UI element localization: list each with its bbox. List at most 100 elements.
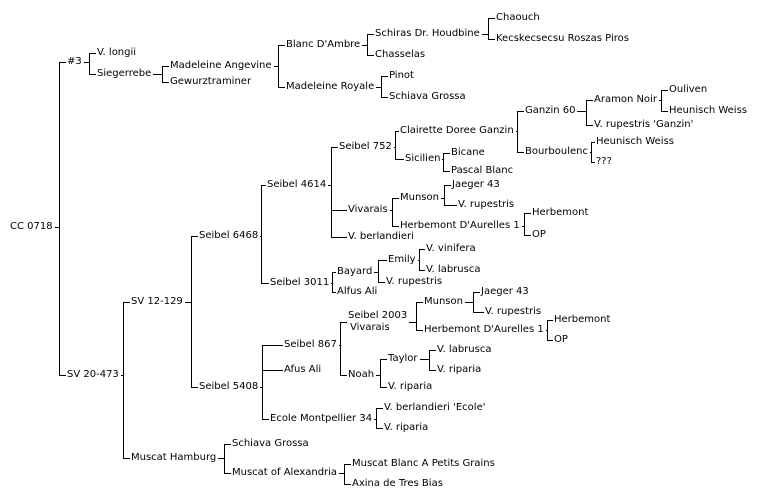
bracket-line <box>89 53 90 75</box>
node-muscat-hamburg: Muscat Hamburg <box>131 452 217 463</box>
connector-line <box>339 345 340 346</box>
connector-line <box>395 159 404 160</box>
connector-line <box>378 282 385 283</box>
node-jaeger-43: Jaeger 43 <box>452 179 500 190</box>
node-seibel-5408: Seibel 5408 <box>199 381 259 392</box>
connector-line <box>416 302 423 303</box>
connector-line <box>328 185 331 186</box>
bracket-line <box>661 90 662 112</box>
node-alfus-ali: Alfus Ali <box>337 286 378 297</box>
connector-line <box>84 62 89 63</box>
connector-line <box>123 458 130 459</box>
connector-line <box>661 90 668 91</box>
node-v-vinifera: V. vinifera <box>426 243 476 254</box>
bracket-line <box>473 292 474 313</box>
node-herbemont-d-aurelles-1: Herbemont D'Aurelles 1 <box>400 220 520 231</box>
node-chaouch: Chaouch <box>496 12 540 23</box>
node-v-riparia: V. riparia <box>384 422 429 433</box>
connector-line <box>442 159 443 160</box>
connector-line <box>376 87 381 88</box>
connector-line <box>524 235 531 236</box>
bracket-line <box>524 213 525 236</box>
connector-line <box>380 387 387 388</box>
node-taylor: Taylor <box>388 353 418 364</box>
connector-line <box>516 131 517 132</box>
connector-line <box>278 87 285 88</box>
node-emily: Emily <box>388 254 416 265</box>
connector-line <box>89 74 96 75</box>
node-v-riparia: V. riparia <box>437 364 482 375</box>
node-muscat-of-alexandria: Muscat of Alexandria <box>232 467 338 478</box>
node-unknown: ??? <box>596 156 612 167</box>
node-v-berlandieri: V. berlandieri <box>348 231 414 242</box>
connector-line <box>546 330 547 331</box>
node-axina-de-tres-bias: Axina de Tres Bias <box>352 478 443 489</box>
node-ecole-montpellier-34: Ecole Montpellier 34 <box>270 413 373 424</box>
bracket-line <box>123 302 124 459</box>
connector-line <box>517 152 524 153</box>
node-v-rupestris: V. rupestris <box>485 306 542 317</box>
node-cc-0718: CC 0718 <box>10 221 53 232</box>
connector-line <box>89 53 96 54</box>
connector-line <box>443 153 450 154</box>
node-aramon-noir: Aramon Noir <box>594 94 657 105</box>
node-schiava-grossa: Schiava Grossa <box>389 91 466 102</box>
connector-line <box>522 226 524 227</box>
bracket-line <box>395 131 396 160</box>
connector-line <box>344 484 351 485</box>
connector-line <box>409 322 416 323</box>
connector-line <box>331 237 347 238</box>
connector-line <box>224 444 231 445</box>
connector-line <box>339 473 344 474</box>
node-schiava-grossa: Schiava Grossa <box>232 438 309 449</box>
connector-line <box>374 272 378 273</box>
connector-line <box>340 375 347 376</box>
node-kecskecsecsu-roszas-piros: Kecskecsecsu Roszas Piros <box>496 33 629 44</box>
node-seibel-752: Seibel 752 <box>339 141 392 152</box>
node-sicilien: Sicilien <box>405 153 441 164</box>
node-v-riparia: V. riparia <box>388 381 433 392</box>
node-3: #3 <box>67 56 82 67</box>
node-bayard: Bayard <box>337 266 373 277</box>
node-siegerrebe: Siegerrebe <box>97 68 152 79</box>
node-ganzin-60: Ganzin 60 <box>525 105 576 116</box>
connector-line <box>376 428 383 429</box>
connector-line <box>418 260 419 261</box>
connector-line <box>381 97 388 98</box>
node-herbemont: Herbemont <box>532 207 589 218</box>
node-bicane: Bicane <box>451 147 485 158</box>
connector-line <box>262 419 269 420</box>
connector-line <box>590 152 591 153</box>
node-madeleine-angevine: Madeleine Angevine <box>170 60 272 71</box>
connector-line <box>429 370 436 371</box>
node-chasselas: Chasselas <box>375 49 426 60</box>
connector-line <box>416 330 423 331</box>
bracket-line <box>416 302 417 331</box>
node-herbemont: Herbemont <box>554 314 611 325</box>
connector-line <box>577 111 586 112</box>
node-munson: Munson <box>400 192 439 203</box>
bracket-line <box>191 236 192 388</box>
connector-line <box>392 198 399 199</box>
node-muscat-blanc-a-petits-grains: Muscat Blanc A Petits Grains <box>352 458 495 469</box>
bracket-line <box>517 111 518 153</box>
connector-line <box>441 198 444 199</box>
connector-line <box>185 302 191 303</box>
connector-line <box>59 62 66 63</box>
bracket-line <box>278 45 279 88</box>
connector-line <box>331 147 338 148</box>
node-afus-ali: Afus Ali <box>284 364 322 375</box>
bracket-line <box>443 153 444 172</box>
node-seibel-4614: Seibel 4614 <box>267 179 327 190</box>
connector-line <box>59 375 66 376</box>
connector-line <box>488 39 495 40</box>
connector-line <box>274 66 278 67</box>
connector-line <box>332 272 336 273</box>
bracket-line <box>162 66 163 83</box>
bracket-line <box>392 198 393 227</box>
bracket-line <box>378 260 379 283</box>
connector-line <box>661 111 668 112</box>
connector-line <box>218 458 224 459</box>
